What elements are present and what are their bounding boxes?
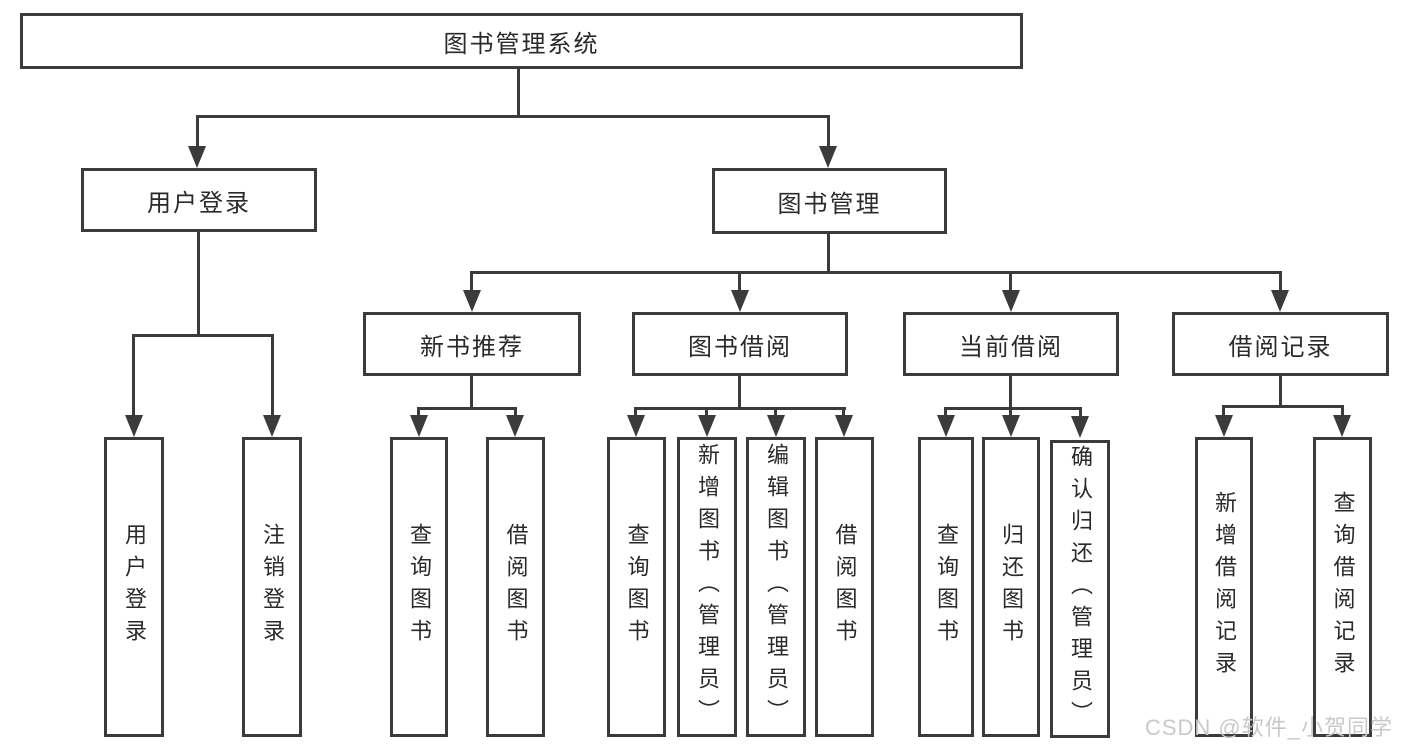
connector-line (514, 407, 517, 417)
arrow-down-icon (767, 415, 785, 437)
connector-line (132, 334, 135, 417)
leaf-add-book-admin: 新增图书（管理员） (677, 437, 737, 737)
node-label: 借阅图书 (832, 523, 858, 651)
arrow-down-icon (698, 415, 716, 437)
node-new-book-recommend: 新书推荐 (363, 312, 581, 376)
connector-line (705, 407, 708, 417)
leaf-confirm-return-admin: 确认归还（管理员） (1050, 440, 1110, 738)
connector-line (417, 407, 420, 417)
connector-line (1009, 407, 1012, 417)
node-label: 用户登录 (147, 189, 251, 217)
arrow-down-icon (819, 146, 837, 168)
leaf-return-book: 归还图书 (982, 437, 1040, 737)
node-label: 图书管理系统 (443, 30, 600, 58)
connector-line (738, 271, 741, 292)
node-label: 新增借阅记录 (1212, 491, 1237, 683)
node-label: 借阅记录 (1228, 333, 1333, 361)
connector-line (1079, 407, 1082, 417)
node-label: 编辑图书（管理员） (764, 443, 789, 731)
connector-line (1222, 405, 1344, 408)
leaf-add-borrow-record: 新增借阅记录 (1195, 437, 1253, 737)
node-book-management: 图书管理 (712, 168, 947, 234)
node-label: 当前借阅 (959, 333, 1063, 361)
connector-line (738, 376, 741, 410)
arrow-down-icon (937, 415, 955, 437)
node-label: 用户登录 (122, 523, 147, 651)
node-label: 查询借阅记录 (1330, 491, 1356, 683)
arrow-down-icon (835, 415, 853, 437)
connector-line (1222, 405, 1225, 417)
connector-line (417, 407, 517, 410)
leaf-query-books-borrowing: 查询图书 (607, 437, 666, 737)
node-label: 确认归还（管理员） (1068, 445, 1093, 733)
arrow-down-icon (731, 290, 749, 312)
arrow-down-icon (463, 290, 481, 312)
connector-line (1279, 271, 1282, 292)
connector-line (271, 334, 274, 417)
connector-line (634, 407, 846, 410)
arrow-down-icon (506, 415, 524, 437)
connector-line (842, 407, 845, 417)
node-borrowing-records: 借阅记录 (1172, 312, 1389, 376)
node-book-borrowing: 图书借阅 (632, 312, 848, 376)
leaf-query-books-recommend: 查询图书 (390, 437, 448, 737)
leaf-borrow-books-recommend: 借阅图书 (486, 437, 545, 737)
connector-line (634, 407, 637, 417)
leaf-logout: 注销登录 (242, 437, 302, 737)
node-label: 新书推荐 (420, 333, 524, 361)
connector-line (1279, 375, 1282, 408)
connector-line (196, 115, 830, 118)
connector-line (470, 376, 473, 410)
node-label: 图书借阅 (688, 333, 792, 361)
connector-line (827, 234, 830, 274)
leaf-borrow-books-2: 借阅图书 (815, 437, 874, 737)
node-library-system: 图书管理系统 (20, 13, 1023, 69)
arrow-down-icon (410, 415, 428, 437)
connector-line (470, 271, 473, 292)
arrow-down-icon (1002, 290, 1020, 312)
node-label: 查询图书 (407, 523, 432, 651)
leaf-query-books-current: 查询图书 (918, 437, 974, 737)
arrow-down-icon (1002, 415, 1020, 437)
node-label: 查询图书 (934, 523, 959, 651)
arrow-down-icon (627, 415, 645, 437)
node-label: 图书管理 (777, 190, 882, 218)
leaf-user-login: 用户登录 (104, 437, 164, 737)
node-label: 查询图书 (624, 523, 650, 651)
node-current-borrowing: 当前借阅 (903, 312, 1119, 376)
arrow-down-icon (188, 146, 206, 168)
watermark: CSDN @软件_小贺同学 (1144, 715, 1393, 740)
node-label: 新增图书（管理员） (695, 443, 720, 731)
node-label: 注销登录 (260, 523, 285, 651)
arrow-down-icon (263, 415, 281, 437)
arrow-down-icon (1271, 290, 1289, 312)
arrow-down-icon (1071, 416, 1089, 438)
connector-line (197, 232, 200, 336)
connector-line (470, 271, 1282, 274)
leaf-query-borrow-record: 查询借阅记录 (1313, 437, 1372, 737)
leaf-edit-book-admin: 编辑图书（管理员） (746, 437, 806, 737)
arrow-down-icon (1215, 415, 1233, 437)
connector-line (517, 69, 520, 117)
node-user-login-branch: 用户登录 (81, 168, 317, 232)
connector-line (944, 407, 1082, 410)
node-label: 归还图书 (999, 523, 1024, 651)
connector-line (827, 115, 830, 148)
connector-line (774, 407, 777, 417)
arrow-down-icon (125, 415, 143, 437)
node-label: 借阅图书 (503, 523, 529, 651)
connector-line (1341, 405, 1344, 417)
arrow-down-icon (1333, 415, 1351, 437)
connector-line (1009, 376, 1012, 410)
connector-line (944, 407, 947, 417)
connector-line (1009, 271, 1012, 292)
connector-line (196, 115, 199, 148)
connector-line (132, 334, 274, 337)
